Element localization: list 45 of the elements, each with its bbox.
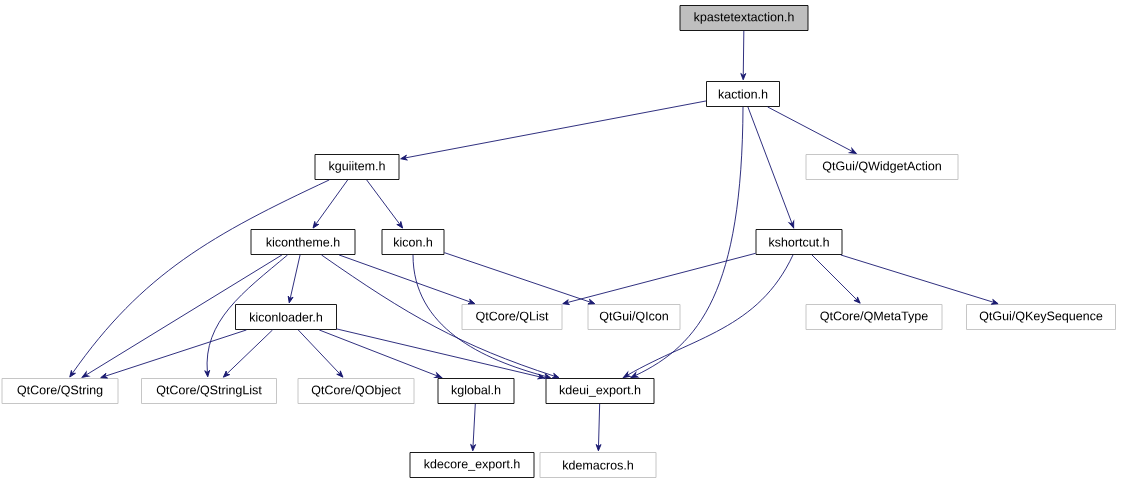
arrow bbox=[840, 254, 999, 305]
header-box: kdeui_export.h bbox=[545, 378, 655, 404]
arrow bbox=[623, 254, 794, 378]
arrow bbox=[297, 329, 344, 378]
external-header-box: QtGui/QIcon bbox=[587, 304, 681, 330]
arrow bbox=[81, 254, 283, 378]
arrow bbox=[595, 403, 602, 452]
arrow bbox=[222, 329, 273, 378]
header-box: kdecore_export.h bbox=[409, 452, 535, 478]
external-header-box: QtCore/QMetaType bbox=[805, 304, 943, 330]
arrow bbox=[321, 254, 560, 379]
arrow bbox=[562, 252, 756, 305]
external-header-box: kdemacros.h bbox=[539, 452, 657, 478]
arrow bbox=[444, 252, 596, 305]
header-box: kshortcut.h bbox=[755, 229, 843, 255]
header-box: kicontheme.h bbox=[250, 229, 356, 255]
arrow bbox=[470, 403, 477, 452]
arrow bbox=[366, 179, 404, 229]
external-header-box: QtGui/QKeySequence bbox=[966, 304, 1116, 330]
header-box: kaction.h bbox=[706, 81, 780, 107]
arrow bbox=[811, 254, 861, 304]
arrow bbox=[336, 328, 545, 380]
external-header-box: QtCore/QString bbox=[1, 378, 119, 404]
external-header-box: QtCore/QStringList bbox=[141, 378, 277, 404]
arrow bbox=[740, 30, 747, 81]
arrow bbox=[630, 106, 744, 378]
arrow bbox=[338, 254, 476, 305]
external-header-box: QtCore/QObject bbox=[297, 378, 415, 404]
arrow bbox=[400, 100, 707, 161]
external-header-box: QtGui/QWidgetAction bbox=[805, 154, 959, 180]
header-box: kiconloader.h bbox=[235, 304, 337, 330]
arrow bbox=[767, 106, 857, 154]
arrow bbox=[412, 254, 551, 379]
external-header-box: QtCore/QList bbox=[461, 304, 563, 330]
header-box: kguiitem.h bbox=[314, 154, 400, 180]
header-box: kpastetextaction.h bbox=[679, 5, 809, 31]
arrow bbox=[100, 329, 247, 379]
arrow bbox=[204, 254, 288, 378]
arrow bbox=[747, 106, 795, 229]
arrow bbox=[318, 329, 443, 379]
header-box: kglobal.h bbox=[437, 378, 515, 404]
arrow bbox=[69, 179, 330, 378]
arrow bbox=[287, 254, 301, 304]
arrow bbox=[312, 179, 349, 229]
header-box: kicon.h bbox=[381, 229, 445, 255]
